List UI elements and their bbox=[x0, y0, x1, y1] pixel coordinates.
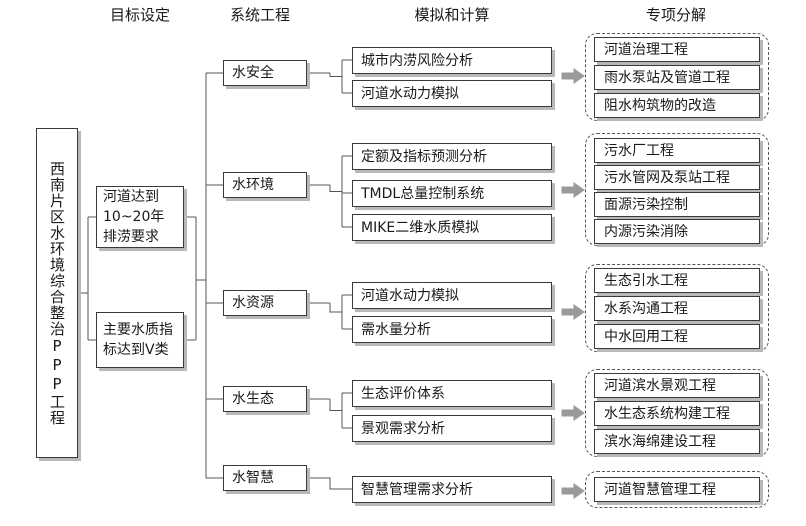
project-group-water-ecology bbox=[585, 369, 769, 457]
model-box: 城市内涝风险分析 bbox=[352, 47, 552, 74]
system-box-water-ecology: 水生态 bbox=[223, 386, 307, 412]
connector-system-models-4 bbox=[307, 477, 352, 490]
model-box: 景观需求分析 bbox=[352, 415, 552, 442]
header-goal: 目标设定 bbox=[109, 6, 171, 24]
system-box-water-safety: 水安全 bbox=[223, 60, 307, 86]
root-project-box: 西南片区水环境综合整治PPP工程 bbox=[36, 128, 78, 458]
system-box-water-environment: 水环境 bbox=[223, 172, 307, 198]
project-box: 面源污染控制 bbox=[594, 192, 760, 217]
model-box: 生态评价体系 bbox=[352, 380, 552, 407]
model-box: MIKE二维水质模拟 bbox=[352, 214, 552, 241]
system-box-water-resources: 水资源 bbox=[223, 290, 307, 316]
project-group-smart-water bbox=[585, 471, 769, 508]
model-box: TMDL总量控制系统 bbox=[352, 180, 552, 207]
model-box: 需水量分析 bbox=[352, 316, 552, 343]
header-model: 模拟和计算 bbox=[414, 6, 490, 24]
system-box-smart-water: 水智慧 bbox=[223, 465, 307, 491]
project-box: 滨水海绵建设工程 bbox=[594, 429, 760, 454]
connector-system-models-1 bbox=[307, 155, 352, 228]
project-box: 中水回用工程 bbox=[594, 324, 760, 349]
connector-system-models-3 bbox=[307, 392, 352, 429]
connector-system-models-2 bbox=[307, 294, 352, 330]
project-box: 河道滨水景观工程 bbox=[594, 373, 760, 398]
project-box: 河道治理工程 bbox=[594, 37, 760, 62]
project-group-water-resources bbox=[585, 264, 769, 352]
connector-system-models-0 bbox=[307, 59, 352, 94]
project-box: 水系沟通工程 bbox=[594, 296, 760, 321]
project-box: 内源污染消除 bbox=[594, 219, 760, 244]
model-box: 河道水动力模拟 bbox=[352, 282, 552, 309]
arrow-to-projects-3 bbox=[561, 405, 585, 421]
header-projects: 专项分解 bbox=[645, 6, 707, 24]
arrow-to-projects-1 bbox=[561, 182, 585, 198]
project-box: 污水管网及泵站工程 bbox=[594, 165, 760, 190]
project-box: 污水厂工程 bbox=[594, 138, 760, 163]
target-box-drainage: 河道达到10~20年排涝要求 bbox=[96, 186, 184, 248]
project-box: 雨水泵站及管道工程 bbox=[594, 65, 760, 90]
target-box-water-quality: 主要水质指标达到V类 bbox=[96, 312, 184, 368]
connector-root-targets bbox=[78, 216, 96, 341]
project-box: 生态引水工程 bbox=[594, 268, 760, 293]
arrow-to-projects-4 bbox=[561, 483, 585, 499]
project-box: 水生态系统构建工程 bbox=[594, 401, 760, 426]
connector-systems-bracket bbox=[205, 72, 223, 479]
project-group-water-safety bbox=[585, 33, 769, 121]
model-box: 智慧管理需求分析 bbox=[352, 476, 552, 503]
project-box: 阻水构筑物的改造 bbox=[594, 93, 760, 118]
header-system: 系统工程 bbox=[229, 6, 291, 24]
project-box: 河道智慧管理工程 bbox=[594, 477, 760, 502]
project-group-water-environment bbox=[585, 133, 769, 246]
arrow-to-projects-0 bbox=[561, 68, 585, 84]
arrow-to-projects-2 bbox=[561, 304, 585, 320]
model-box: 定额及指标预测分析 bbox=[352, 143, 552, 170]
connector-targets-join bbox=[184, 216, 206, 341]
model-box: 河道水动力模拟 bbox=[352, 80, 552, 107]
